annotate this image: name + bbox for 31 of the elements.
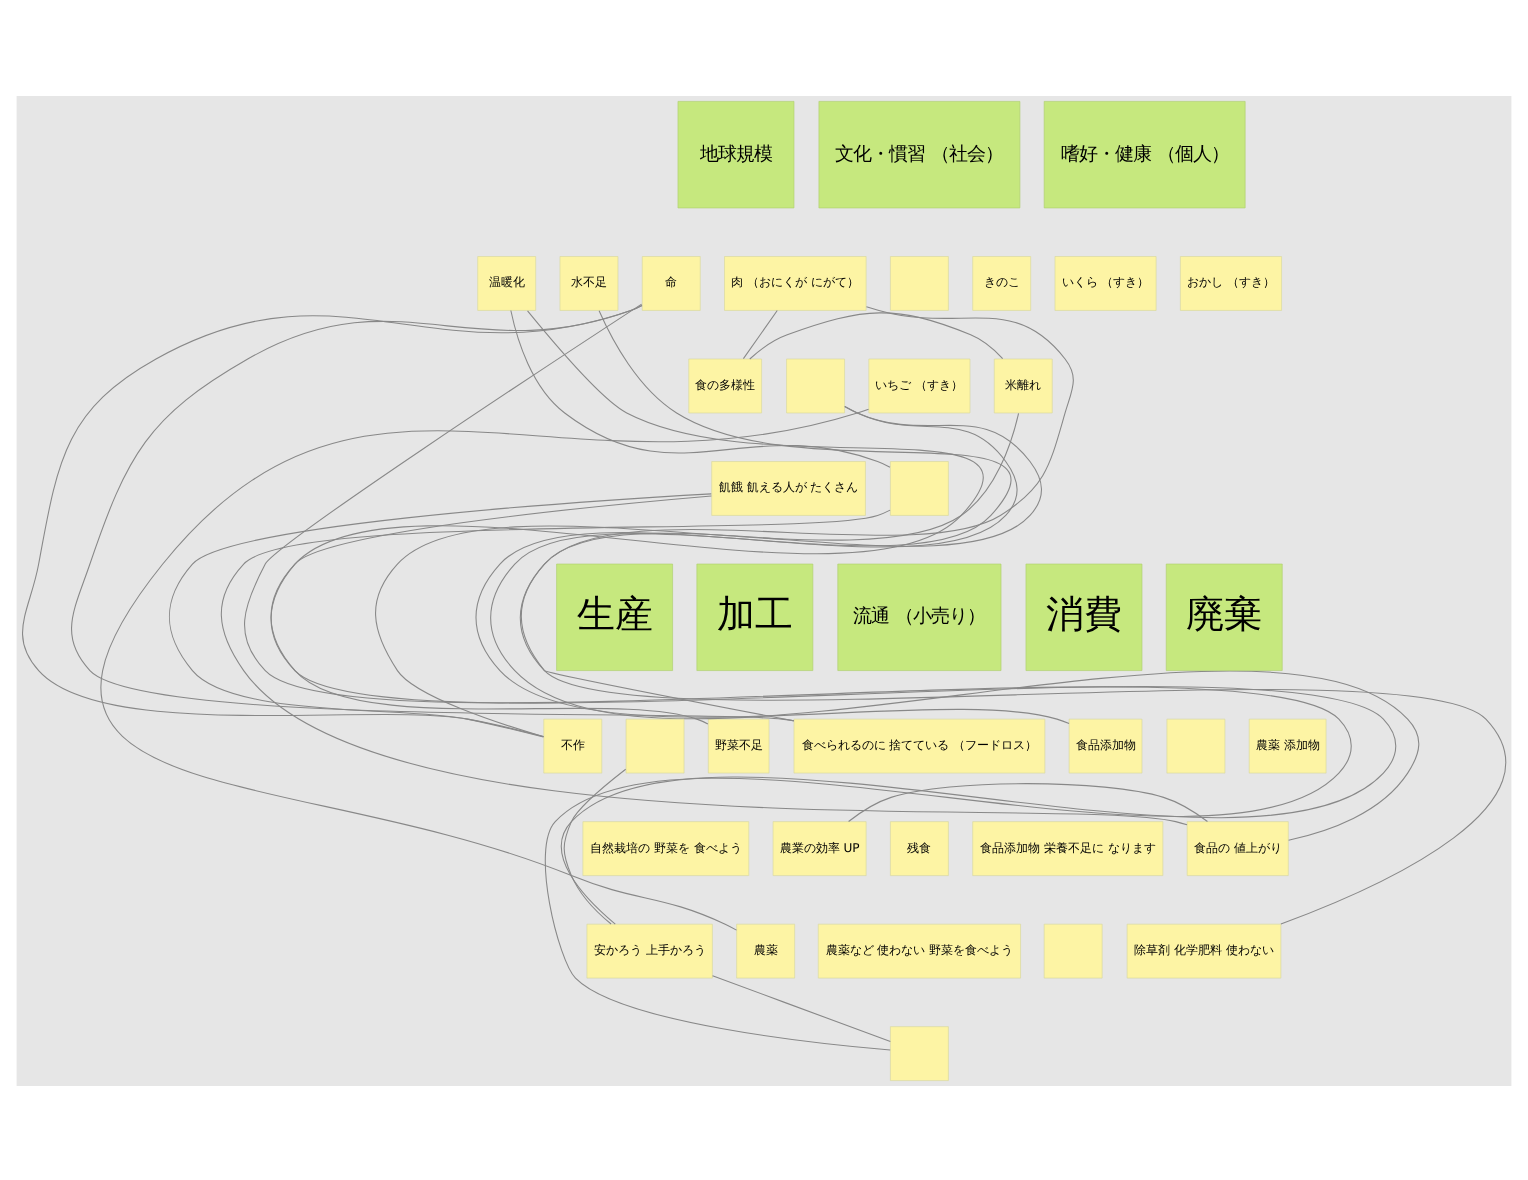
connector — [490, 309, 1420, 840]
connector — [519, 405, 1507, 924]
connector — [742, 309, 778, 359]
connector — [220, 508, 1188, 825]
connector — [510, 308, 891, 467]
node-box — [625, 717, 685, 773]
node-box — [1043, 922, 1103, 978]
connector — [270, 309, 984, 724]
node-box: 廃棄 — [1165, 562, 1283, 670]
connector — [270, 494, 1397, 924]
node-box: 文化・慣習 （社会） — [818, 100, 1021, 208]
node-box — [1166, 717, 1226, 773]
node-box — [786, 357, 845, 413]
node-box: 地球規模 — [677, 100, 795, 208]
connector — [712, 974, 891, 1042]
connector — [749, 311, 1004, 359]
node-box: 流通 （小売り） — [837, 562, 1002, 670]
connector — [520, 305, 1074, 721]
node-box — [890, 460, 949, 515]
node-box: 消費 — [1025, 562, 1143, 670]
node-box — [890, 1025, 949, 1080]
connector — [244, 302, 1352, 1050]
node-box — [890, 255, 949, 310]
connector — [101, 407, 870, 930]
node-box: 生産 — [556, 562, 673, 670]
connector — [375, 411, 1020, 737]
connector — [848, 782, 1208, 822]
node-box: 嗜好・健康 （個人） — [1043, 100, 1246, 208]
node-box: 加工 — [696, 562, 814, 670]
connector — [168, 492, 712, 737]
connector — [563, 767, 627, 924]
